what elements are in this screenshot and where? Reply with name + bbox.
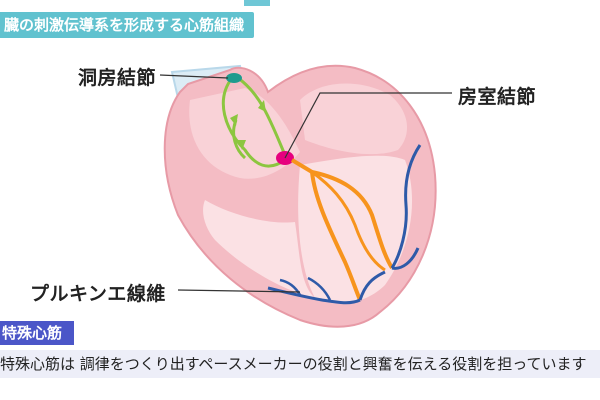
leader-line-sa — [159, 74, 229, 79]
section-tag: 特殊心筋 — [0, 321, 75, 345]
leader-line-purkinje — [177, 289, 301, 293]
left-bundle-branch-2 — [311, 170, 386, 272]
purkinje-fiber — [279, 278, 302, 296]
caption-text: 特殊心筋は 調律をつくり出すペースメーカーの役割と興奮を伝える役割を担っています — [0, 350, 600, 378]
label-purkinje: プルキンエ線維 — [30, 283, 166, 305]
label-av-node: 房室結節 — [458, 86, 537, 108]
ventricle-cavity — [298, 155, 413, 304]
internodal-pathway — [221, 77, 286, 168]
right-ventricle-cavity — [203, 200, 315, 298]
right-bundle-branch — [310, 171, 362, 301]
his-bundle — [290, 158, 314, 174]
page-title: 臓の刺激伝導系を形成する心筋組織 — [0, 12, 255, 38]
left-bundle-branch — [311, 170, 394, 270]
purkinje-fiber — [358, 270, 386, 301]
left-atrium — [300, 83, 408, 155]
sa-node — [226, 73, 242, 83]
arrow-icon — [238, 140, 246, 150]
purkinje-fiber — [307, 276, 332, 301]
arrow-icon — [258, 100, 266, 112]
purkinje-fiber — [390, 144, 422, 269]
top-tab — [244, 0, 270, 6]
leader-line-av — [284, 92, 452, 159]
purkinje-fiber — [391, 247, 420, 270]
right-atrium — [189, 88, 300, 179]
label-sa-node: 洞房結節 — [78, 67, 157, 89]
arrow-icon — [230, 114, 238, 126]
